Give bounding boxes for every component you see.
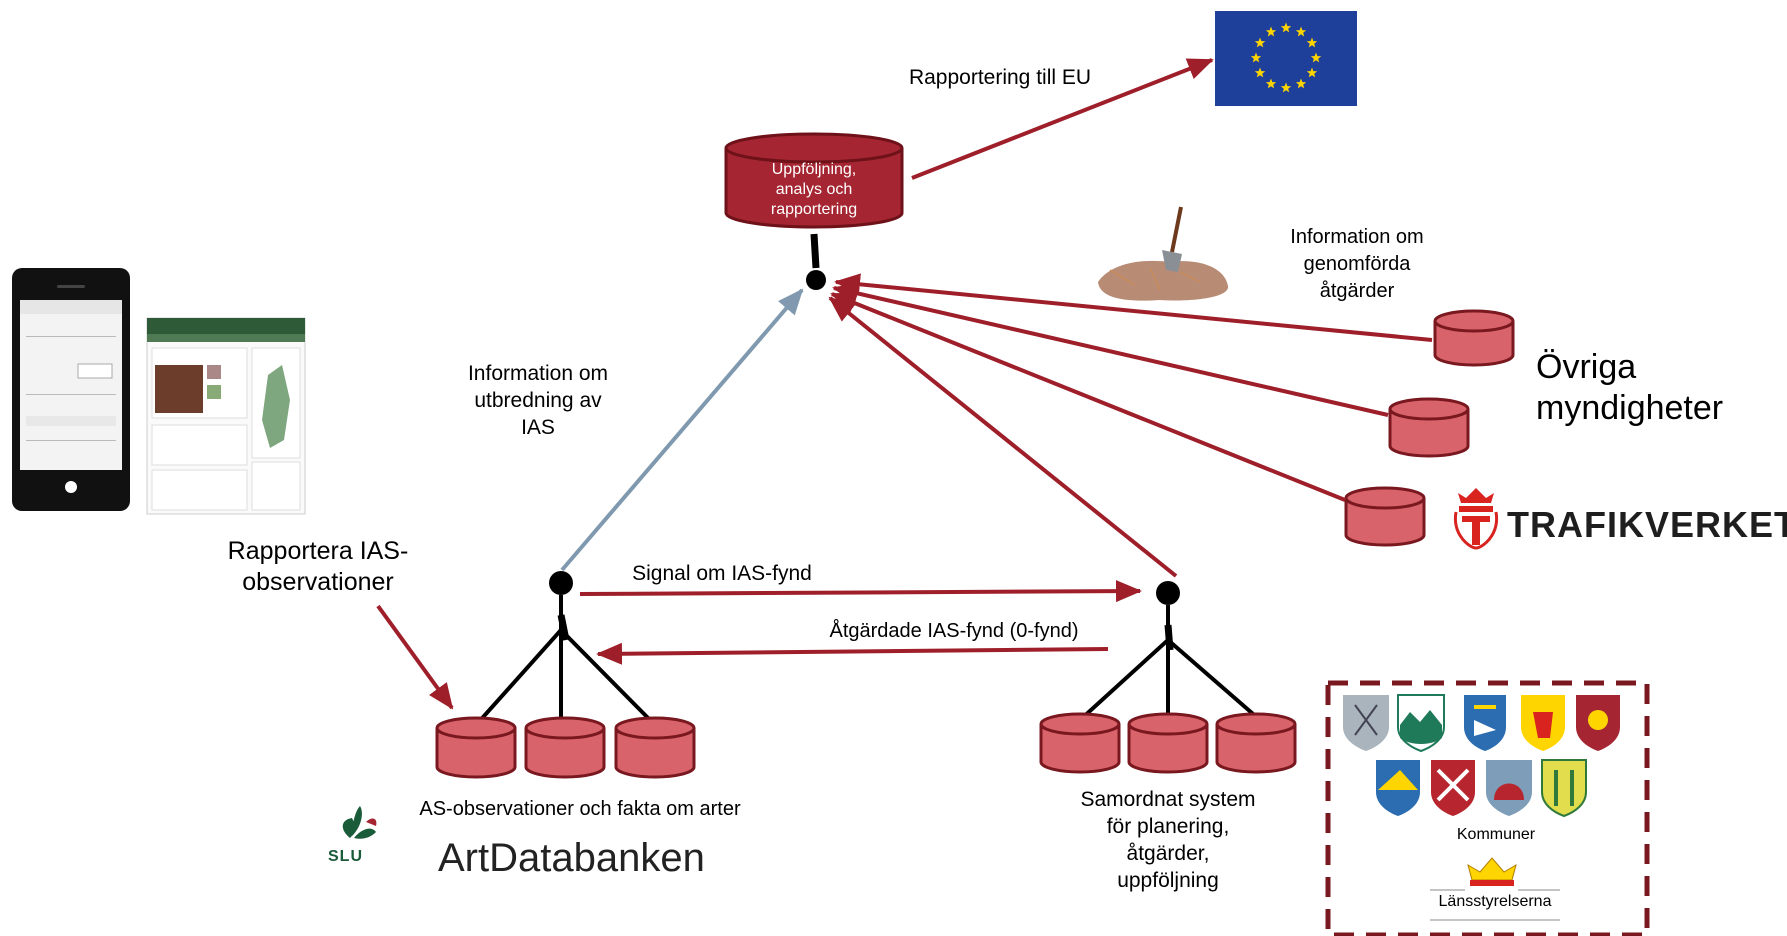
eu-star	[1254, 37, 1266, 48]
central-database	[724, 132, 904, 229]
eu-star	[1280, 22, 1292, 33]
left-tree	[474, 571, 657, 727]
ovriga-arrow-1	[834, 273, 1433, 342]
eu-star	[1280, 82, 1292, 93]
eu-reporting-label: Rapportering till EU	[908, 66, 1092, 89]
eu-flag-icon	[1215, 11, 1357, 106]
right-tree	[1078, 581, 1262, 722]
db-ovriga-1	[1433, 309, 1515, 367]
report-obs-arrow	[376, 604, 454, 710]
eu-star	[1265, 78, 1277, 89]
eu-star	[1306, 67, 1318, 78]
db-ovriga-2	[1388, 397, 1470, 458]
db-coord-1	[1039, 712, 1121, 774]
crown-icon	[1430, 857, 1560, 921]
artdatabanken-label: ArtDatabanken	[438, 836, 705, 880]
shovel-icon	[1098, 206, 1229, 301]
trafikverket-label: TRAFIKVERKET	[1507, 504, 1787, 545]
db-trafikverket	[1344, 486, 1426, 547]
signal-label: Signal om IAS-fynd	[632, 562, 812, 585]
distribution-info-label: Information om utbredning av IAS	[467, 362, 609, 439]
eu-star	[1295, 78, 1307, 89]
fixed-label: Åtgärdade IAS-fynd (0-fynd)	[829, 620, 1079, 642]
signal-arrow	[579, 580, 1142, 603]
central-node	[806, 270, 826, 290]
eu-star	[1310, 52, 1322, 63]
as-obs-label: AS-observationer och fakta om arter	[419, 798, 741, 820]
central-db-label: Uppföljning, analys och rapportering	[770, 161, 858, 218]
county-boards-label: Länsstyrelserna	[1438, 893, 1552, 910]
report-obs-label: Rapportera IAS- observationer	[227, 537, 409, 596]
phone-icon	[12, 268, 130, 511]
slu-label: SLU	[328, 848, 363, 865]
db-as-2	[524, 716, 606, 779]
coordinated-arrow	[828, 296, 1178, 578]
db-as-3	[614, 716, 696, 779]
eu-star	[1265, 26, 1277, 37]
db-as-1	[435, 716, 517, 779]
coat-of-arms-icon	[1343, 694, 1620, 818]
eu-star	[1306, 37, 1318, 48]
other-authorities-label: Övriga myndigheter	[1536, 348, 1724, 427]
eu-star	[1250, 52, 1262, 63]
db-coord-2	[1127, 712, 1209, 774]
actions-info-label: Information om genomförda åtgärder	[1290, 226, 1424, 302]
db-coord-3	[1215, 712, 1297, 774]
eu-star	[1254, 67, 1266, 78]
municipalities-label: Kommuner	[1456, 826, 1536, 843]
eu-star	[1295, 26, 1307, 37]
trafikverket-arrow	[830, 292, 1346, 502]
central-connector	[810, 233, 820, 269]
web-portal-icon	[146, 317, 306, 515]
slu-logo-icon	[342, 806, 377, 839]
ovriga-arrow-2	[832, 282, 1389, 417]
fixed-arrow	[596, 642, 1109, 665]
eu-report-arrow	[911, 58, 1214, 180]
trafikverket-crown-icon	[1453, 488, 1499, 550]
distribution-arrow	[560, 288, 804, 572]
coordinated-label: Samordnat system för planering, åtgärder…	[1080, 788, 1256, 892]
